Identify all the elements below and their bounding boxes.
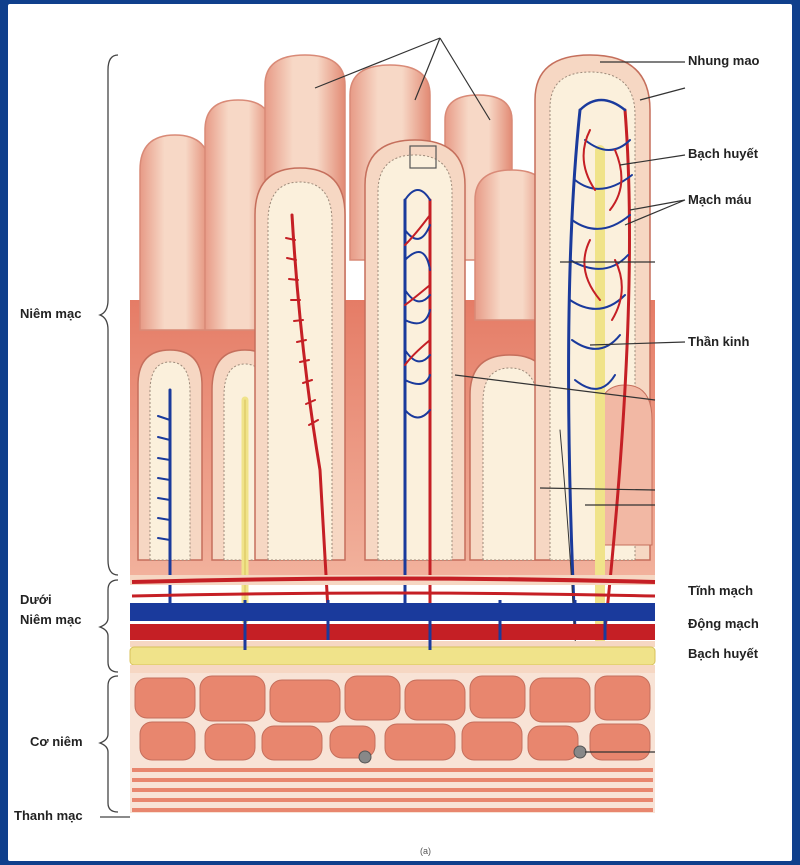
label-vein: Tĩnh mạch (688, 583, 753, 599)
label-lymph-top: Bạch huyết (688, 146, 758, 162)
label-serosa: Thanh mạc (14, 808, 83, 824)
label-submucosa-line2: Niêm mạc (20, 612, 81, 628)
serosa-layer (130, 765, 655, 813)
submucosa-layers (130, 575, 655, 673)
label-mucosa: Niêm mạc (20, 306, 81, 322)
label-lymph-bottom: Bạch huyết (688, 646, 758, 662)
muscularis-layer (130, 673, 655, 765)
label-submucosa-line1: Dưới (20, 592, 52, 608)
left-braces (100, 55, 130, 817)
label-artery: Động mạch (688, 616, 759, 632)
label-nerve: Thần kinh (688, 334, 749, 350)
label-blood-vessel: Mạch máu (688, 192, 752, 208)
label-villi: Nhung mao (688, 53, 760, 69)
label-muscularis: Cơ niêm (30, 734, 83, 750)
figure-caption: (a) (420, 843, 431, 859)
